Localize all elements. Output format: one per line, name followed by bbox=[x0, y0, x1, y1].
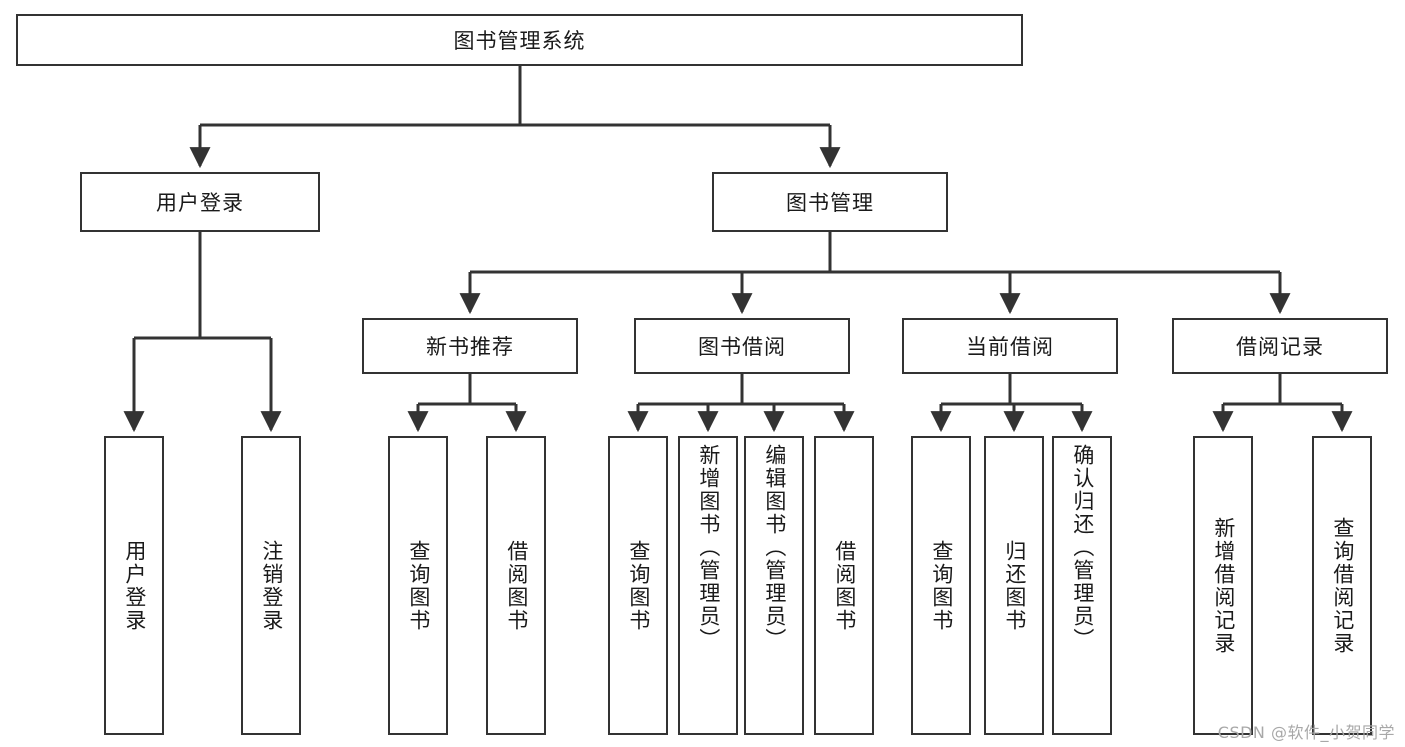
node-book-borrow[interactable]: 图书借阅 bbox=[634, 318, 850, 374]
node-leaf-query-borrow-record-label: 查询借阅记录 bbox=[1330, 516, 1355, 655]
node-leaf-add-borrow-record[interactable]: 新增借阅记录 bbox=[1193, 436, 1253, 735]
node-leaf-query-borrow-record[interactable]: 查询借阅记录 bbox=[1312, 436, 1372, 735]
node-leaf-return-book-label: 归还图书 bbox=[1002, 539, 1027, 632]
node-leaf-edit-book-admin-label: 编辑图书（管理员） bbox=[762, 444, 787, 651]
node-leaf-user-login-label: 用户登录 bbox=[122, 539, 147, 632]
node-leaf-query-book-borrow-label: 查询图书 bbox=[626, 539, 651, 632]
node-borrow-record-label: 借阅记录 bbox=[1236, 335, 1324, 359]
node-leaf-borrow-book-label: 借阅图书 bbox=[832, 539, 857, 632]
node-leaf-query-book-current[interactable]: 查询图书 bbox=[911, 436, 971, 735]
node-current-borrow[interactable]: 当前借阅 bbox=[902, 318, 1118, 374]
node-root[interactable]: 图书管理系统 bbox=[16, 14, 1023, 66]
node-leaf-borrow-book[interactable]: 借阅图书 bbox=[814, 436, 874, 735]
node-user-login-label: 用户登录 bbox=[156, 191, 244, 215]
node-leaf-query-book-borrow[interactable]: 查询图书 bbox=[608, 436, 668, 735]
node-user-login[interactable]: 用户登录 bbox=[80, 172, 320, 232]
node-leaf-user-login[interactable]: 用户登录 bbox=[104, 436, 164, 735]
node-leaf-add-borrow-record-label: 新增借阅记录 bbox=[1211, 516, 1236, 655]
node-new-book-rec[interactable]: 新书推荐 bbox=[362, 318, 578, 374]
node-borrow-record[interactable]: 借阅记录 bbox=[1172, 318, 1388, 374]
node-leaf-return-book[interactable]: 归还图书 bbox=[984, 436, 1044, 735]
node-leaf-user-logout[interactable]: 注销登录 bbox=[241, 436, 301, 735]
node-leaf-confirm-return-admin[interactable]: 确认归还（管理员） bbox=[1052, 436, 1112, 735]
node-leaf-edit-book-admin[interactable]: 编辑图书（管理员） bbox=[744, 436, 804, 735]
node-book-manage[interactable]: 图书管理 bbox=[712, 172, 948, 232]
node-leaf-add-book-admin[interactable]: 新增图书（管理员） bbox=[678, 436, 738, 735]
node-root-label: 图书管理系统 bbox=[453, 29, 586, 53]
node-leaf-query-book-rec[interactable]: 查询图书 bbox=[388, 436, 448, 735]
node-leaf-add-book-admin-label: 新增图书（管理员） bbox=[696, 444, 721, 651]
node-leaf-query-book-rec-label: 查询图书 bbox=[406, 539, 431, 632]
node-leaf-borrow-book-rec-label: 借阅图书 bbox=[504, 539, 529, 632]
node-new-book-rec-label: 新书推荐 bbox=[426, 335, 514, 359]
node-leaf-borrow-book-rec[interactable]: 借阅图书 bbox=[486, 436, 546, 735]
node-book-manage-label: 图书管理 bbox=[786, 191, 874, 215]
node-current-borrow-label: 当前借阅 bbox=[966, 335, 1054, 359]
node-leaf-query-book-current-label: 查询图书 bbox=[929, 539, 954, 632]
watermark-text: CSDN @软件_小贺同学 bbox=[1217, 723, 1395, 742]
node-leaf-confirm-return-admin-label: 确认归还（管理员） bbox=[1070, 444, 1095, 651]
node-book-borrow-label: 图书借阅 bbox=[698, 335, 786, 359]
node-leaf-user-logout-label: 注销登录 bbox=[259, 539, 284, 632]
